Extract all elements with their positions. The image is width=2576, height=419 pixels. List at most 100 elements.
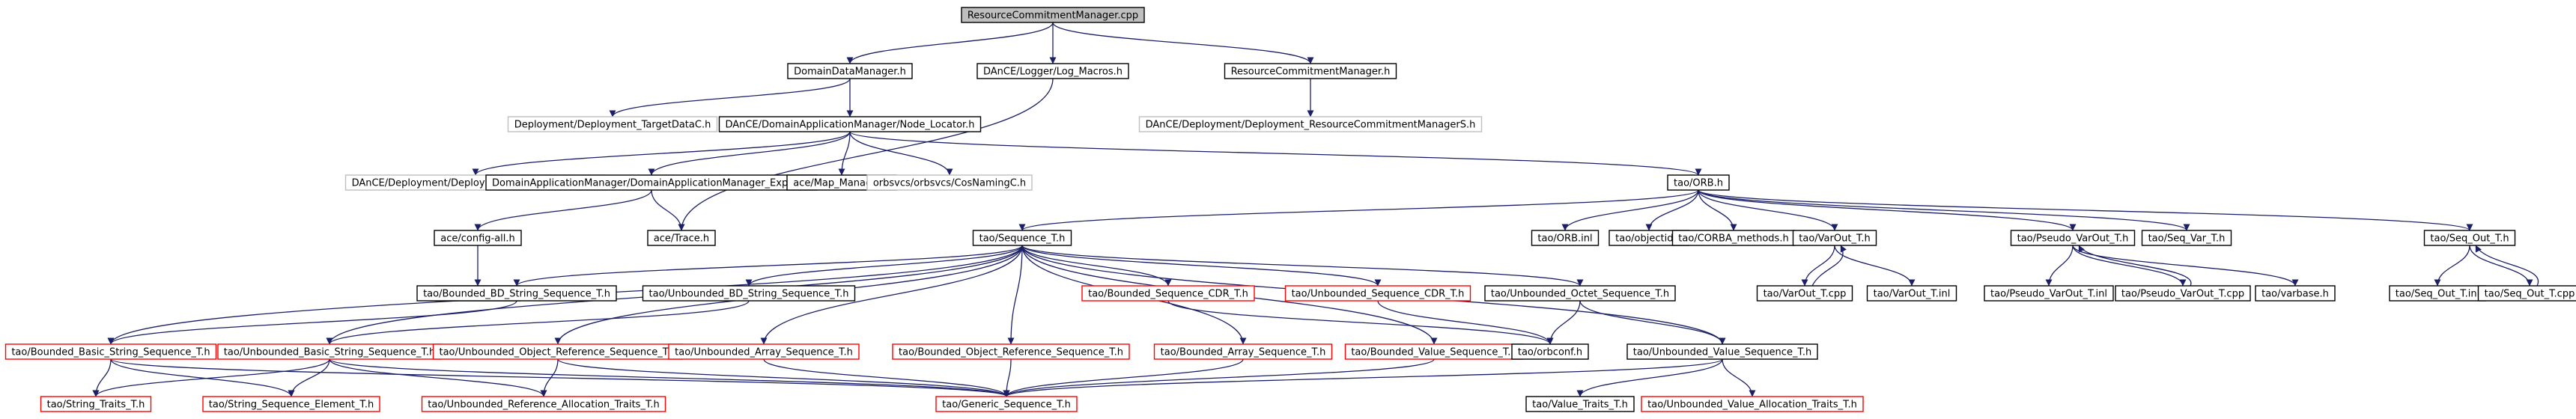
edge-nl-to-map [838, 131, 851, 176]
node-uors[interactable]: tao/Unbounded_Object_Reference_Sequence_… [432, 343, 684, 360]
node-label: DomainApplicationManager/DomainApplicati… [492, 178, 811, 189]
node-box[interactable] [2115, 285, 2251, 302]
node-box[interactable] [787, 63, 913, 79]
node-corbam[interactable]: tao/CORBA_methods.h [1671, 230, 1796, 246]
node-strtraits[interactable]: tao/String_Traits_T.h [40, 396, 152, 412]
node-box[interactable] [718, 116, 982, 132]
node-bbs[interactable]: tao/Bounded_Basic_String_Sequence_T.h [4, 343, 217, 360]
node-seqoutinl[interactable]: tao/Seq_Out_T.inl [2389, 285, 2486, 302]
node-objectid[interactable]: tao/objectid.h [1609, 230, 1689, 246]
node-box[interactable] [642, 285, 856, 302]
node-varoutcpp[interactable]: tao/VarOut_T.cpp [1756, 285, 1853, 302]
node-seq[interactable]: tao/Sequence_T.h [972, 230, 1072, 246]
node-box[interactable] [1626, 343, 1818, 360]
node-box[interactable] [1866, 285, 1957, 302]
node-ucdr[interactable]: tao/Unbounded_Sequence_CDR_T.h [1284, 285, 1471, 302]
node-cos[interactable]: orbsvcs/orbsvcs/CosNamingC.h [866, 174, 1033, 191]
edge-log-to-trace [678, 78, 1054, 231]
node-uvat[interactable]: tao/Unbounded_Value_Allocation_Traits_T.… [1641, 396, 1864, 412]
node-varout[interactable]: tao/VarOut_T.h [1792, 230, 1877, 246]
node-box[interactable] [434, 230, 522, 246]
node-orbinl[interactable]: tao/ORB.inl [1531, 230, 1600, 246]
node-label: ace/Map_Manager.h [793, 178, 890, 189]
node-bcdr[interactable]: tao/Bounded_Sequence_CDR_T.h [1081, 285, 1255, 302]
edge-uors-to-urat [540, 358, 559, 397]
node-bors[interactable]: tao/Bounded_Object_Reference_Sequence_T.… [892, 343, 1130, 360]
node-label: ace/config-all.h [440, 233, 515, 245]
node-box[interactable] [202, 396, 380, 412]
node-box[interactable] [1525, 396, 1635, 412]
node-seqoutcpp[interactable]: tao/Seq_Out_T.cpp [2477, 285, 2576, 302]
node-pvo[interactable]: tao/Pseudo_VarOut_T.h [2010, 230, 2136, 246]
node-box[interactable] [1641, 396, 1864, 412]
node-box[interactable] [1153, 343, 1333, 360]
node-pvoinl[interactable]: tao/Pseudo_VarOut_T.inl [1984, 285, 2114, 302]
node-nl[interactable]: DAnCE/DomainApplicationManager/Node_Loca… [718, 116, 982, 132]
node-ubd[interactable]: tao/Unbounded_BD_String_Sequence_T.h [642, 285, 856, 302]
node-box[interactable] [4, 343, 217, 360]
node-bvs[interactable]: tao/Bounded_Value_Sequence_T.h [1344, 343, 1524, 360]
node-cfg[interactable]: ace/config-all.h [434, 230, 522, 246]
node-seqvar[interactable]: tao/Seq_Var_T.h [2141, 230, 2232, 246]
edge-orb-to-pvo [1698, 189, 2077, 231]
node-box[interactable] [1792, 230, 1877, 246]
node-label: ResourceCommitmentManager.h [1231, 67, 1391, 78]
node-box[interactable] [416, 285, 617, 302]
node-root[interactable]: ResourceCommitmentManager.cpp [961, 7, 1145, 23]
node-box[interactable] [1484, 285, 1676, 302]
node-ddm[interactable]: DomainDataManager.h [787, 63, 913, 79]
node-pvocpp[interactable]: tao/Pseudo_VarOut_T.cpp [2115, 285, 2251, 302]
node-box[interactable] [421, 396, 666, 412]
node-tdc[interactable]: Deployment/Deployment_TargetDataC.h [507, 116, 718, 132]
node-box[interactable] [1224, 63, 1397, 79]
node-box[interactable] [2477, 285, 2576, 302]
node-box[interactable] [2010, 230, 2136, 246]
node-orb[interactable]: tao/ORB.h [1667, 174, 1730, 191]
node-label: tao/Unbounded_BD_String_Sequence_T.h [649, 289, 849, 300]
node-rcm[interactable]: ResourceCommitmentManager.h [1224, 63, 1397, 79]
node-valtraits[interactable]: tao/Value_Traits_T.h [1525, 396, 1635, 412]
node-box[interactable] [1284, 285, 1471, 302]
node-trace[interactable]: ace/Trace.h [647, 230, 716, 246]
node-box[interactable] [40, 396, 152, 412]
node-box[interactable] [2255, 285, 2336, 302]
node-box[interactable] [1511, 343, 1589, 360]
node-box[interactable] [2423, 230, 2516, 246]
node-box[interactable] [866, 174, 1033, 191]
node-varoutinl[interactable]: tao/VarOut_T.inl [1866, 285, 1957, 302]
node-box[interactable] [976, 63, 1129, 79]
node-box[interactable] [2141, 230, 2232, 246]
node-log[interactable]: DAnCE/Logger/Log_Macros.h [976, 63, 1129, 79]
node-strelem[interactable]: tao/String_Sequence_Element_T.h [202, 396, 380, 412]
node-uvs[interactable]: tao/Unbounded_Value_Sequence_T.h [1626, 343, 1818, 360]
node-box[interactable] [668, 343, 860, 360]
edge-bcdr-to-orbconf [1167, 300, 1554, 345]
node-bas[interactable]: tao/Bounded_Array_Sequence_T.h [1153, 343, 1333, 360]
node-box[interactable] [1756, 285, 1853, 302]
node-box[interactable] [1667, 174, 1730, 191]
node-box[interactable] [972, 230, 1072, 246]
node-box[interactable] [1138, 116, 1483, 132]
node-rcms[interactable]: DAnCE/Deployment/Deployment_ResourceComm… [1138, 116, 1483, 132]
node-orbconf[interactable]: tao/orbconf.h [1511, 343, 1589, 360]
node-box[interactable] [507, 116, 718, 132]
node-box[interactable] [1081, 285, 1255, 302]
node-box[interactable] [892, 343, 1130, 360]
edge-bbs-to-strelem [110, 358, 295, 397]
node-seqout[interactable]: tao/Seq_Out_T.h [2423, 230, 2516, 246]
node-box[interactable] [647, 230, 716, 246]
node-uas[interactable]: tao/Unbounded_Array_Sequence_T.h [668, 343, 860, 360]
node-dame[interactable]: DomainApplicationManager/DomainApplicati… [485, 174, 818, 191]
node-gen[interactable]: tao/Generic_Sequence_T.h [935, 396, 1078, 412]
edge-dame-to-cfg [474, 189, 652, 231]
node-box[interactable] [1531, 230, 1600, 246]
node-box[interactable] [961, 7, 1145, 23]
node-box[interactable] [935, 396, 1078, 412]
node-ubs[interactable]: tao/Unbounded_Basic_String_Sequence_T.h [217, 343, 442, 360]
node-varbase[interactable]: tao/varbase.h [2255, 285, 2336, 302]
node-box[interactable] [1984, 285, 2114, 302]
node-urat[interactable]: tao/Unbounded_Reference_Allocation_Trait… [421, 396, 666, 412]
node-uoct[interactable]: tao/Unbounded_Octet_Sequence_T.h [1484, 285, 1676, 302]
node-bbd[interactable]: tao/Bounded_BD_String_Sequence_T.h [416, 285, 617, 302]
node-label: tao/Unbounded_Object_Reference_Sequence_… [439, 347, 676, 358]
